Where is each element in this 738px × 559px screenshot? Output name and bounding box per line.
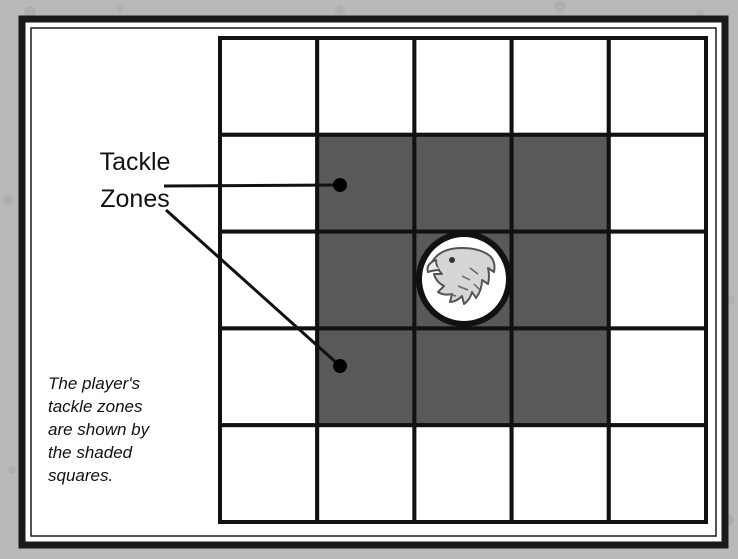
tackle-zones-label: Tackle Zones — [70, 144, 200, 218]
grid-cell — [317, 38, 414, 135]
player-token — [419, 234, 509, 324]
grid-cell — [609, 328, 706, 425]
grid-cell-tackle-zone — [414, 135, 511, 232]
grid-cell — [609, 38, 706, 135]
grid-cell — [512, 38, 609, 135]
grid-cell-tackle-zone — [512, 135, 609, 232]
grid-cell-tackle-zone — [512, 232, 609, 329]
tackle-zones-label-line: Tackle — [70, 144, 200, 181]
grid-cell — [317, 425, 414, 522]
caption-line: squares. — [48, 464, 208, 487]
grid-cell-tackle-zone — [414, 328, 511, 425]
grid-cell — [220, 425, 317, 522]
grid-cell-tackle-zone — [317, 135, 414, 232]
grid-cell — [220, 328, 317, 425]
callout-dot-upper — [333, 178, 347, 192]
grid-cell — [609, 232, 706, 329]
tackle-zones-label-line: Zones — [70, 181, 200, 218]
grid-cell-tackle-zone — [317, 328, 414, 425]
caption-line: the shaded — [48, 441, 208, 464]
grid-cell — [609, 135, 706, 232]
caption-line: are shown by — [48, 418, 208, 441]
grid-cell-tackle-zone — [512, 328, 609, 425]
grid-cell — [220, 232, 317, 329]
grid-cell — [609, 425, 706, 522]
grid-cell — [414, 38, 511, 135]
grid-cell — [512, 425, 609, 522]
grid-cell — [220, 135, 317, 232]
caption-line: tackle zones — [48, 395, 208, 418]
callout-dot-lower — [333, 359, 347, 373]
diagram-caption: The player's tackle zones are shown by t… — [48, 372, 208, 487]
grid-cell — [414, 425, 511, 522]
grid-cell — [220, 38, 317, 135]
caption-line: The player's — [48, 372, 208, 395]
grid-cell-tackle-zone — [317, 232, 414, 329]
